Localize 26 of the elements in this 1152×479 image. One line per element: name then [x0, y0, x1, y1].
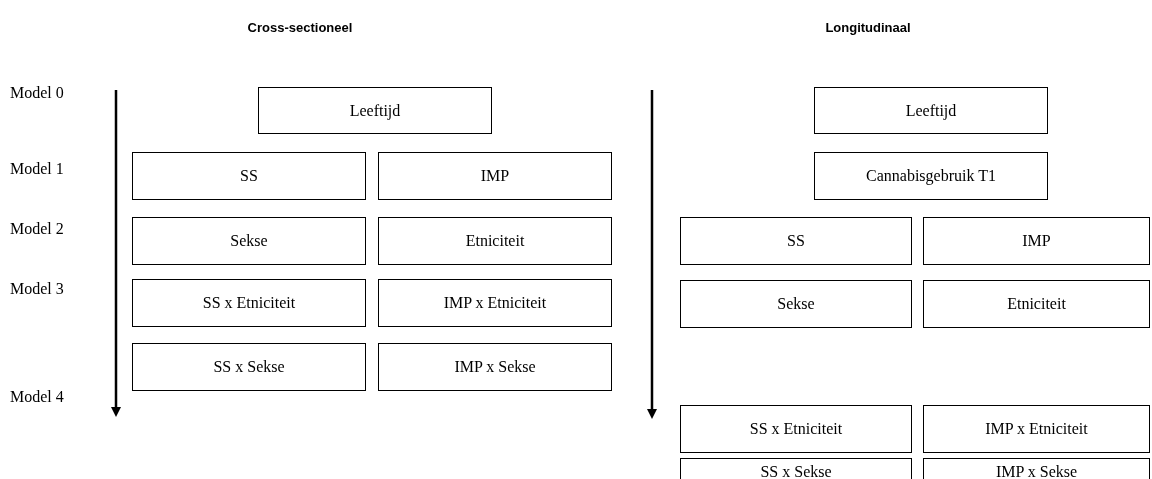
text-box: IMP [378, 152, 612, 200]
text-box: IMP x Sekse [923, 458, 1150, 479]
row-label: Model 1 [10, 160, 64, 178]
text-box: SS x Sekse [680, 458, 912, 479]
text-box: IMP x Etniciteit [378, 279, 612, 327]
text-box: SS [680, 217, 912, 265]
row-label: Model 0 [10, 84, 64, 102]
text-box: SS x Sekse [132, 343, 366, 391]
text-box: Sekse [680, 280, 912, 328]
column-heading: Longitudinaal [825, 20, 911, 35]
text-box: IMP [923, 217, 1150, 265]
text-box: Cannabisgebruik T1 [814, 152, 1048, 200]
row-label: Model 4 [10, 388, 64, 406]
text-box: Etniciteit [378, 217, 612, 265]
text-box: IMP x Sekse [378, 343, 612, 391]
row-label: Model 3 [10, 280, 64, 298]
text-box: SS x Etniciteit [680, 405, 912, 453]
text-box: SS [132, 152, 366, 200]
text-box: Leeftijd [258, 87, 492, 134]
column-heading: Cross-sectioneel [247, 20, 353, 35]
text-box: Etniciteit [923, 280, 1150, 328]
text-box: SS x Etniciteit [132, 279, 366, 327]
text-box: Sekse [132, 217, 366, 265]
text-box: Leeftijd [814, 87, 1048, 134]
text-box: IMP x Etniciteit [923, 405, 1150, 453]
row-label: Model 2 [10, 220, 64, 238]
